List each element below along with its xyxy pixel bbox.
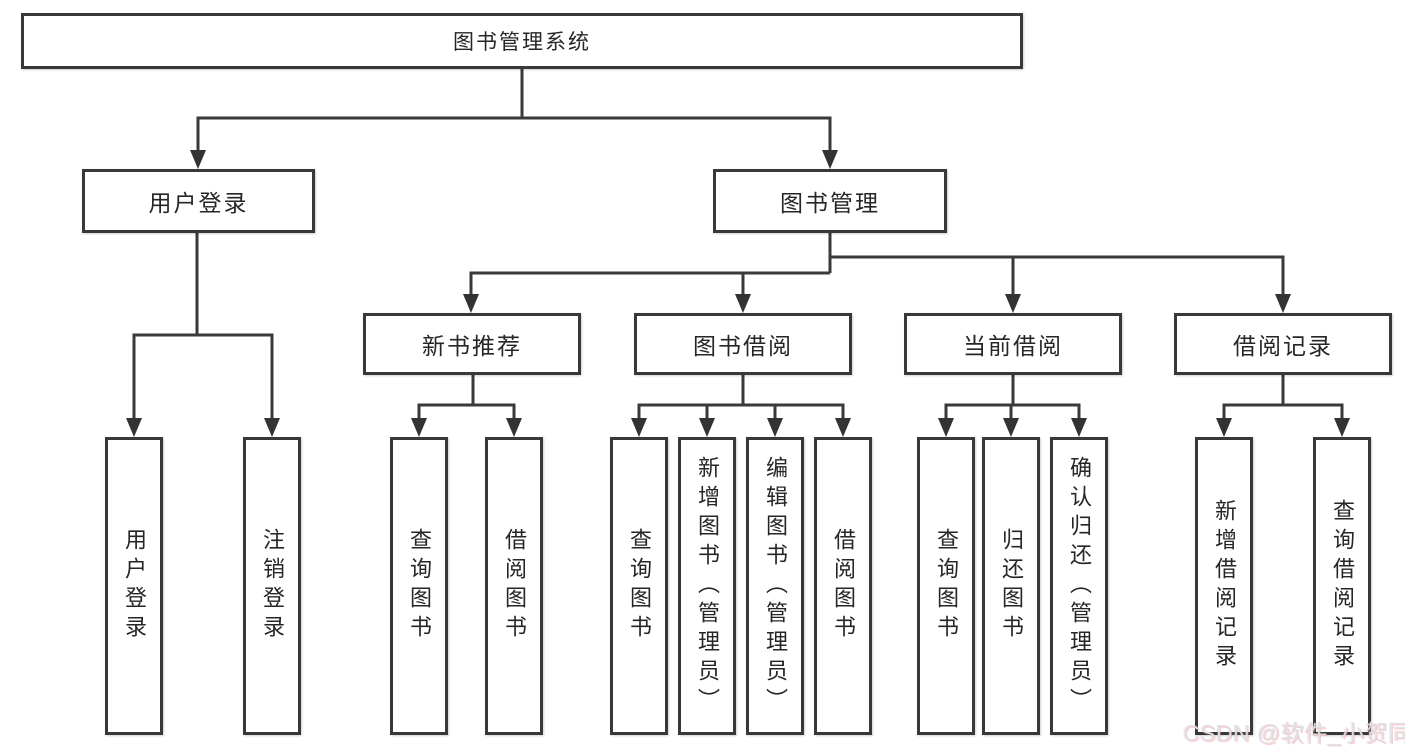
node-current-borrowing-label: 当前借阅 xyxy=(963,333,1063,359)
leaf-add-borrow-record-label: 新增借阅记录 xyxy=(1212,499,1237,673)
wire-new-book-children xyxy=(417,375,516,423)
leaf-query-books-current: 查询图书 xyxy=(917,437,975,735)
leaf-edit-book-admin-label: 编辑图书（管理员） xyxy=(763,455,788,717)
node-new-book-recommendation: 新书推荐 xyxy=(363,313,581,375)
leaf-query-books-recommend-label: 查询图书 xyxy=(407,528,432,644)
leaf-add-book-admin: 新增图书（管理员） xyxy=(678,437,736,735)
wire-records-children xyxy=(1222,375,1344,423)
wire-user-login-children xyxy=(132,233,274,423)
leaf-query-books-borrow-label: 查询图书 xyxy=(627,528,652,644)
node-book-borrowing: 图书借阅 xyxy=(634,313,852,375)
leaf-query-books-recommend: 查询图书 xyxy=(390,437,448,735)
node-book-management-label: 图书管理 xyxy=(780,190,880,216)
node-book-borrowing-label: 图书借阅 xyxy=(693,333,793,359)
leaf-add-book-admin-label: 新增图书（管理员） xyxy=(695,455,720,717)
leaf-borrow-books-label: 借阅图书 xyxy=(831,528,856,644)
node-new-book-recommendation-label: 新书推荐 xyxy=(422,333,522,359)
node-current-borrowing: 当前借阅 xyxy=(904,313,1122,375)
node-borrowing-records-label: 借阅记录 xyxy=(1233,333,1333,359)
node-user-login-label: 用户登录 xyxy=(148,190,249,216)
node-library-system-label: 图书管理系统 xyxy=(453,31,591,54)
wire-book-borrow-children xyxy=(637,375,845,423)
leaf-query-books-borrow: 查询图书 xyxy=(610,437,668,735)
leaf-user-login-label: 用户登录 xyxy=(122,528,147,644)
leaf-user-login: 用户登录 xyxy=(105,437,163,735)
leaf-borrow-books-recommend-label: 借阅图书 xyxy=(502,528,527,644)
wire-root-to-level1 xyxy=(196,69,832,155)
leaf-logout: 注销登录 xyxy=(243,437,301,735)
leaf-query-books-current-label: 查询图书 xyxy=(934,528,959,644)
wire-book-mgmt-children xyxy=(469,233,1285,299)
leaf-add-borrow-record: 新增借阅记录 xyxy=(1195,437,1253,735)
leaf-logout-label: 注销登录 xyxy=(260,528,285,644)
leaf-return-book-label: 归还图书 xyxy=(999,528,1024,644)
leaf-confirm-return-admin-label: 确认归还（管理员） xyxy=(1067,455,1092,717)
leaf-borrow-books-recommend: 借阅图书 xyxy=(485,437,543,735)
wire-current-borrow-children xyxy=(944,375,1081,423)
node-user-login: 用户登录 xyxy=(82,169,315,233)
leaf-confirm-return-admin: 确认归还（管理员） xyxy=(1050,437,1108,735)
leaf-query-borrow-record: 查询借阅记录 xyxy=(1313,437,1371,735)
leaf-return-book: 归还图书 xyxy=(982,437,1040,735)
node-book-management: 图书管理 xyxy=(713,169,947,233)
node-borrowing-records: 借阅记录 xyxy=(1174,313,1392,375)
csdn-watermark: CSDN @软件_小贺同学 xyxy=(1183,720,1405,746)
leaf-query-borrow-record-label: 查询借阅记录 xyxy=(1330,499,1355,673)
node-library-system: 图书管理系统 xyxy=(21,13,1023,69)
leaf-borrow-books: 借阅图书 xyxy=(814,437,872,735)
leaf-edit-book-admin: 编辑图书（管理员） xyxy=(746,437,804,735)
